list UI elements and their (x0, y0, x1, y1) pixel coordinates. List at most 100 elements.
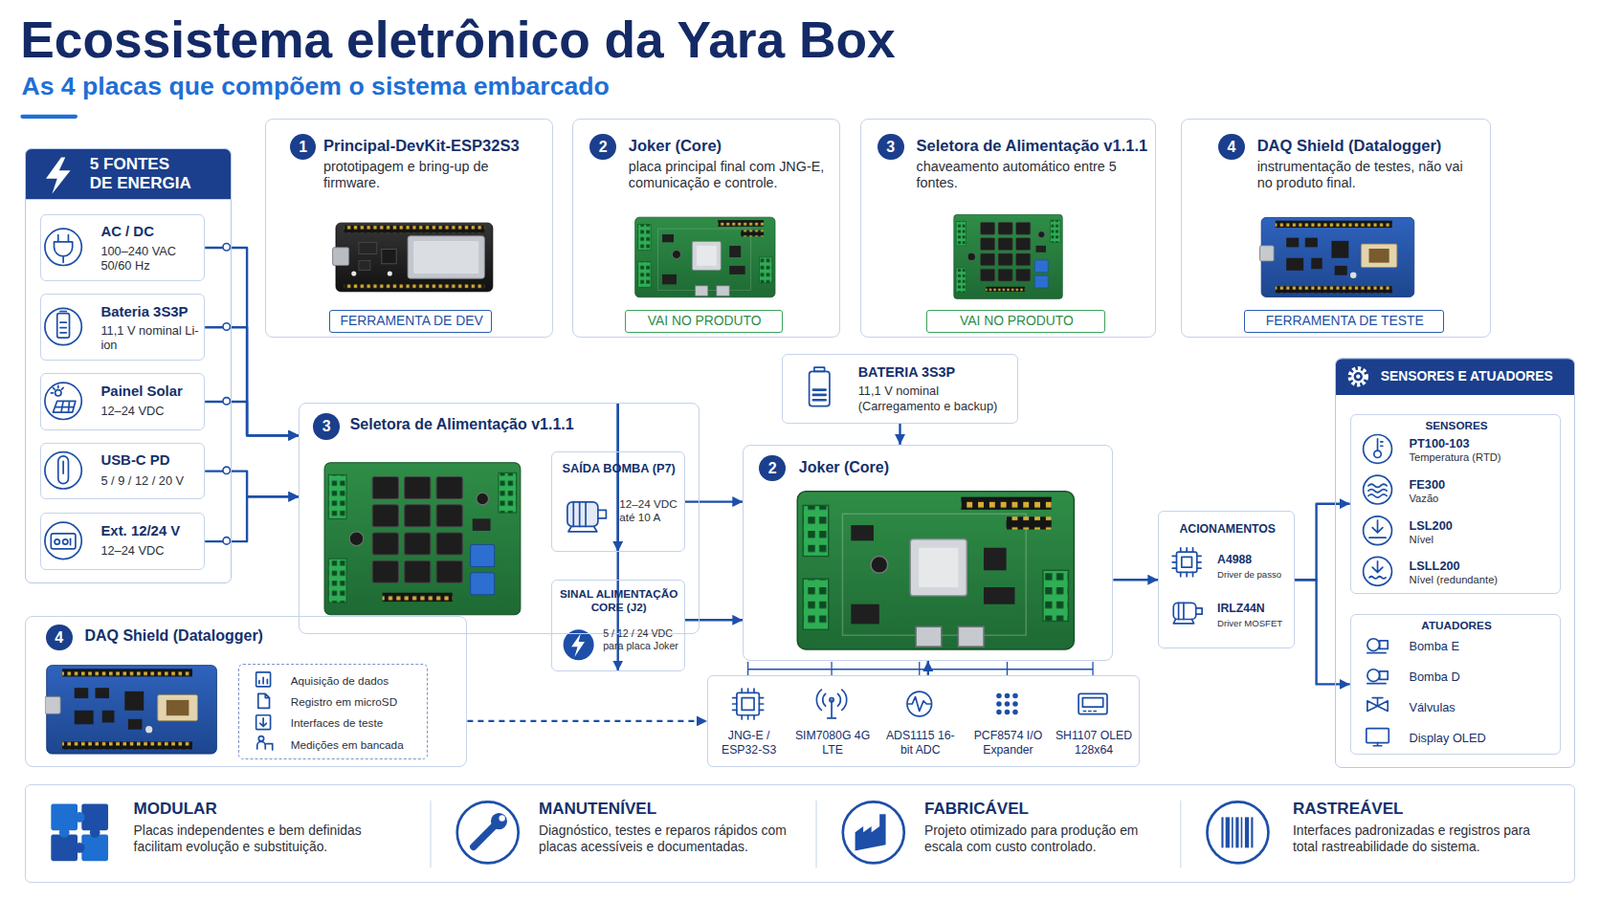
board-card: Seletora de Alimentação v1.1.1chaveament… (860, 118, 1156, 338)
node-text: Registro em microSD (290, 695, 424, 710)
line-icons (816, 689, 846, 719)
callout-number-text: 4 (45, 628, 73, 647)
line-icons (843, 801, 905, 864)
filled-icons (498, 815, 505, 822)
connector-arrow (1294, 579, 1351, 685)
node-heading-slot: DAQ Shield (Datalogger) (1257, 136, 1485, 156)
header-bands (1352, 371, 1364, 383)
output-box: SAÍDA BOMBA (P7)12–24 VDC até 10 A (551, 451, 686, 553)
line-icons (257, 741, 273, 751)
callout-number-text: 3 (312, 417, 340, 436)
status-badge: VAI NO PRODUTO (624, 310, 783, 334)
node-text-slot: Bomba D (1408, 669, 1557, 685)
node-text: Projeto otimizado para produção em escal… (924, 822, 1139, 855)
node-heading: JNG-E / ESP32-S3 (709, 729, 789, 757)
callout-number-text-slot: 1 (289, 137, 317, 156)
node-heading-slot: SENSORES (1351, 419, 1563, 433)
node-text: prototipagem e bring-up de firmware. (323, 158, 534, 193)
filled-icons (1004, 693, 1011, 700)
node-text: 12–24 VDC (100, 543, 201, 558)
node-text-slot: A4988 (1217, 553, 1293, 568)
line-icons (1172, 548, 1201, 578)
callout-number-text-slot: 4 (1218, 137, 1245, 156)
filled-icons (473, 826, 494, 847)
actuator-group: ATUADORESBomba EBomba DVálvulasDisplay O… (1350, 614, 1562, 756)
line-icons (58, 456, 69, 485)
node-heading-slot: SINAL ALIMENTAÇÃO CORE (J2) (555, 587, 683, 615)
line-icons (1379, 671, 1389, 681)
line-icons (1176, 552, 1197, 573)
node-heading: VAI NO PRODUTO (927, 312, 1107, 330)
filled-icons (1244, 817, 1249, 848)
line-icons (1363, 475, 1393, 505)
header-bands (45, 156, 71, 194)
node-text-slot: placa principal final com JNG-E, comunic… (628, 158, 835, 193)
node-text-slot: Registro em microSD (290, 695, 424, 710)
source-box: USB-C PD5 / 9 / 12 / 20 V (40, 443, 206, 501)
node-heading-slot: VAI NO PRODUTO (625, 312, 784, 330)
line-icons (1363, 516, 1393, 546)
node-heading-slot: 5 FONTES DE ENERGIA (89, 155, 195, 195)
line-icons (69, 538, 72, 545)
node-heading: Ext. 12/24 V (100, 522, 201, 540)
board-illustrations (635, 217, 776, 298)
node-heading-slot: Bateria 3S3P (100, 303, 201, 321)
node-heading: Joker (Core) (799, 458, 1106, 477)
connector-arrow (204, 401, 299, 436)
node-text: 12–24 VDC (100, 403, 201, 419)
callout-number: 3 (877, 133, 905, 161)
junction-dots (222, 244, 230, 251)
node-text-slot: PT100-103 (1408, 436, 1557, 451)
node-heading-slot: Ext. 12/24 V (100, 522, 201, 540)
node-text-slot: prototipagem e bring-up de firmware. (323, 158, 534, 193)
filled-icons (74, 812, 86, 823)
line-icons (54, 235, 73, 264)
line-icons (809, 371, 830, 406)
node-heading: MODULAR (133, 800, 390, 820)
line-icons (1078, 693, 1108, 714)
connector-arrow (204, 327, 299, 436)
line-icons (1369, 520, 1386, 538)
board-illustrations (333, 222, 493, 292)
board-card: Joker (Core)placa principal final com JN… (572, 118, 840, 338)
node-heading: SENSORES E ATUADORES (1380, 368, 1573, 385)
filled-icons (1235, 817, 1239, 848)
node-text: Diagnóstico, testes e reparos rápidos co… (538, 822, 800, 855)
connector-arrow (204, 496, 299, 542)
callout-number-text-slot: 3 (312, 417, 340, 436)
node-heading-slot: FERRAMENTA DE DEV (330, 312, 493, 330)
node-text: Temperatura (RTD) (1408, 451, 1557, 465)
connector-arrow (1112, 578, 1158, 581)
line-icons (1367, 669, 1380, 683)
source-box: Ext. 12/24 V 12–24 VDC (40, 512, 206, 571)
junction-dots (222, 466, 230, 474)
node-text: A4988 (1217, 553, 1293, 568)
subtitle-label: As 4 placas que compõem o sistema embarc… (21, 71, 940, 103)
source-box: Bateria 3S3P11,1 V nominal Li-ion (40, 293, 206, 361)
node-heading: Bateria 3S3P (100, 303, 201, 321)
filled-icons (1241, 817, 1244, 848)
node-text: PT100-103 (1408, 436, 1557, 451)
node-text-slot: Nível (redundante) (1408, 574, 1557, 587)
connector-arrow (898, 423, 901, 445)
line-icons (814, 367, 825, 372)
node-text: instrumentação de testes, não vai no pro… (1257, 158, 1483, 193)
node-text-slot: Interfaces padronizadas e registros para… (1292, 822, 1543, 855)
line-icons (1083, 711, 1096, 713)
node-text-slot: Bomba E (1408, 639, 1557, 654)
node-text-slot: instrumentação de testes, não vai no pro… (1257, 158, 1483, 193)
board-illustrations (44, 214, 1415, 755)
principles-band: MODULARPlacas independentes e bem defini… (24, 784, 1577, 884)
node-text-slot: ADS1115 16-bit ADC (880, 729, 960, 757)
node-text-slot: SH1107 OLED 128x64 (1053, 729, 1134, 757)
node-text-slot: 12–24 VDC (100, 543, 201, 558)
node-text-slot: 12–24 VDC (100, 403, 201, 419)
node-heading-slot: SENSORES E ATUADORES (1380, 368, 1573, 385)
line-icons (829, 698, 834, 703)
node-heading: ACIONAMENTOS (1161, 522, 1292, 537)
filled-icons (996, 710, 1002, 716)
line-icons (54, 539, 60, 545)
node-text: RASTREÁVEL (1292, 800, 1549, 820)
